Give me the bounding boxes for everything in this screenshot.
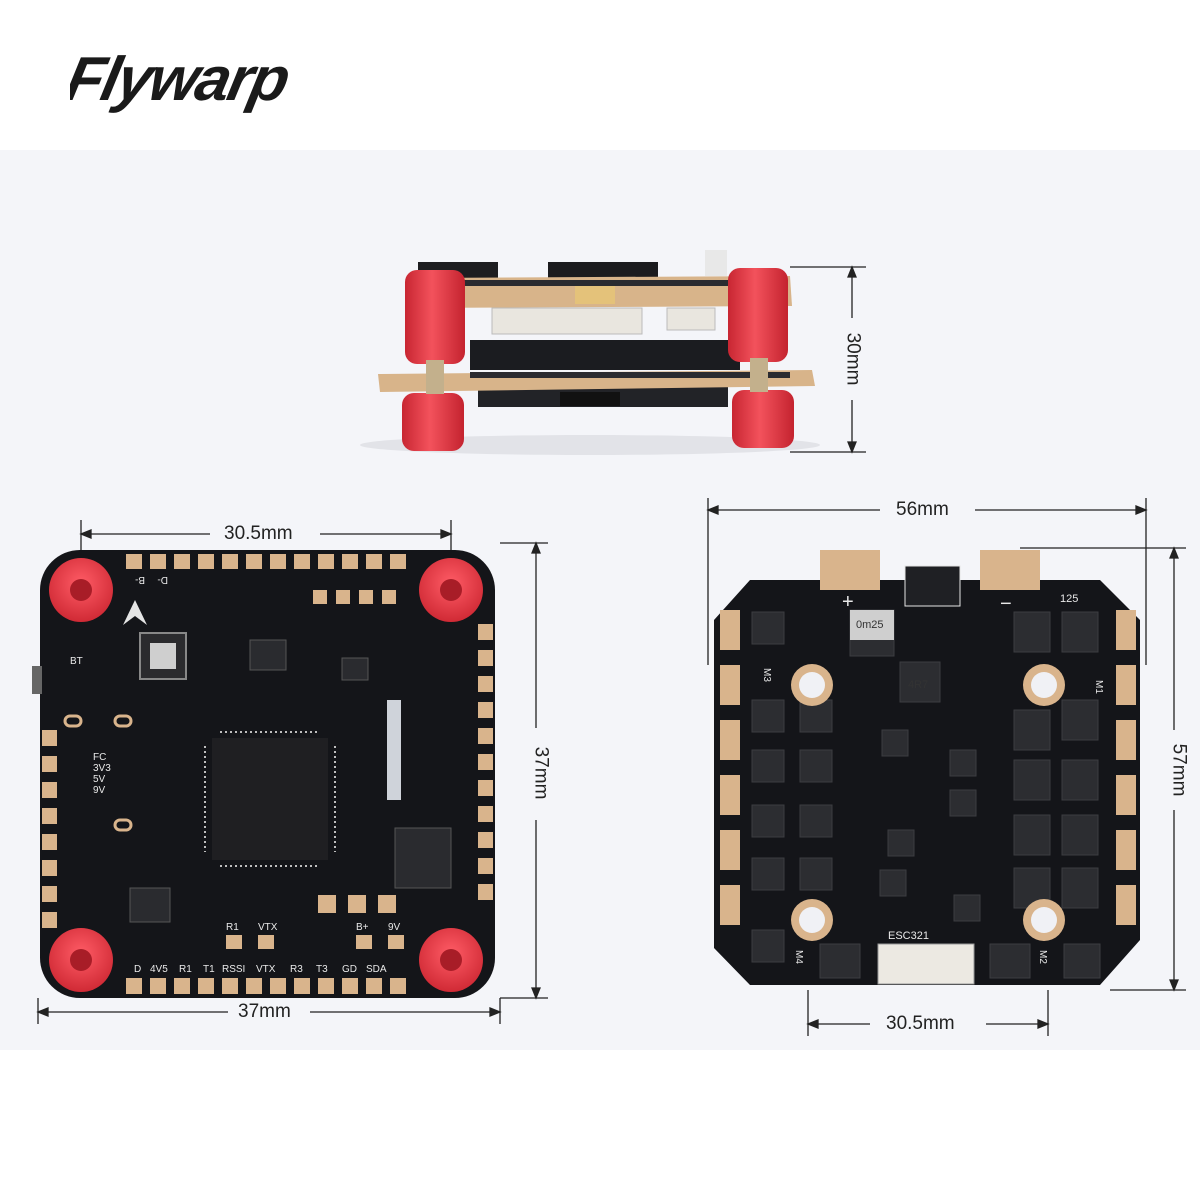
- stack-side-view: [360, 250, 820, 455]
- fc-label-b-minus: B-: [135, 574, 145, 585]
- esc-silkscreen: + − M1 M2 M3 M4 ESC321 4R7 0m25 125: [761, 591, 1104, 964]
- fc-label-4v5: 4V5: [150, 964, 168, 975]
- fc-silkscreen: D- B- BT FC 3V3 5V 9V R1 VTX B+ 9V D 4V5…: [70, 574, 401, 975]
- fc-label-r1: R1: [226, 922, 239, 933]
- stack-height-dimension: [790, 265, 866, 454]
- brand-logo-text: Flywarp: [70, 46, 295, 114]
- fc-standoffs: [49, 558, 483, 992]
- flight-controller-board: [32, 550, 495, 998]
- esc-label-minus: −: [1000, 593, 1012, 615]
- fc-label-sda-b: SDA: [366, 964, 387, 975]
- dim-fc-height: 37mm: [529, 740, 552, 806]
- brand-logo: Flywarp: [60, 45, 400, 121]
- esc-label-temp: 125: [1060, 593, 1078, 605]
- fc-label-9v-b: 9V: [388, 922, 401, 933]
- dim-fc-width: 37mm: [232, 1001, 297, 1023]
- esc-label-m4: M4: [793, 950, 804, 964]
- esc-label-plus: +: [842, 591, 854, 613]
- fc-label-3v3: 3V3: [93, 763, 111, 774]
- dim-esc-mount-spacing: 30.5mm: [880, 1013, 961, 1035]
- dim-stack-height: 30mm: [841, 326, 864, 392]
- dim-esc-height: 57mm: [1167, 737, 1190, 803]
- fc-label-r1-b: R1: [179, 964, 192, 975]
- esc-label-shunt: 0m25: [856, 619, 884, 631]
- fc-label-t1: T1: [203, 964, 215, 975]
- fc-label-b-plus: B+: [356, 922, 369, 933]
- esc-label-chip: ESC321: [888, 930, 929, 942]
- fc-label-bottom-d: D: [134, 964, 141, 975]
- esc-label-m2: M2: [1037, 950, 1048, 964]
- fc-label-r3: R3: [290, 964, 303, 975]
- fc-dimension-lines: [36, 520, 548, 1024]
- fc-label-t3: T3: [316, 964, 328, 975]
- fc-label-rssi: RSSI: [222, 964, 245, 975]
- dim-fc-mount-spacing: 30.5mm: [218, 523, 299, 545]
- esc-mount-holes: [791, 664, 1065, 941]
- fc-label-fc: FC: [93, 752, 106, 763]
- esc-label-inductor: 4R7: [908, 679, 928, 691]
- fc-label-vtx-b: VTX: [256, 964, 276, 975]
- esc-board: [714, 550, 1140, 985]
- fc-label-bt: BT: [70, 656, 83, 667]
- dim-esc-width: 56mm: [890, 499, 955, 521]
- fc-label-5v: 5V: [93, 774, 106, 785]
- fc-label-gd-b: GD: [342, 964, 357, 975]
- fc-label-vtx: VTX: [258, 922, 278, 933]
- fc-label-d-minus: D-: [157, 574, 168, 585]
- fc-top-labels: D- B-: [135, 574, 168, 585]
- esc-label-m1: M1: [1093, 680, 1104, 694]
- fc-label-9v: 9V: [93, 785, 106, 796]
- esc-label-m3: M3: [761, 668, 772, 682]
- esc-dimension-lines: [706, 498, 1186, 1036]
